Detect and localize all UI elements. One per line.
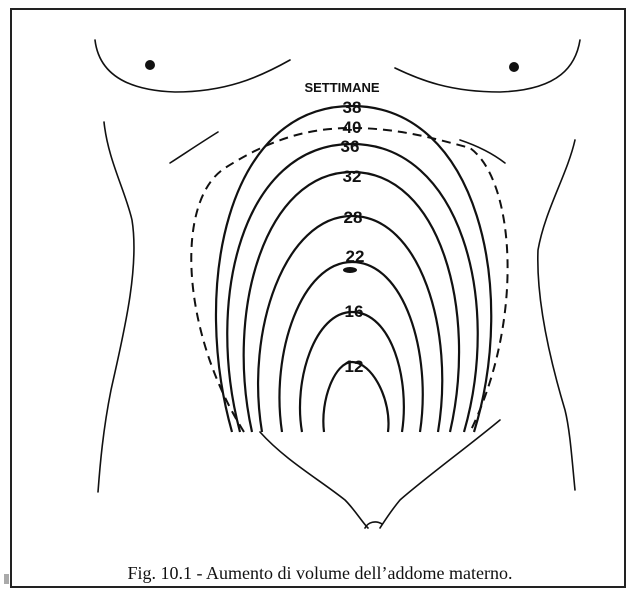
edge-mark (4, 574, 9, 584)
week-label-12: 12 (345, 357, 364, 376)
right-breast-outline (395, 40, 580, 92)
week-label-22: 22 (346, 247, 365, 266)
right-body-outline (538, 140, 575, 490)
right-groin-line (380, 420, 500, 528)
week-label-28: 28 (344, 208, 363, 227)
figure-caption: Fig. 10.1 - Aumento di volume dell’addom… (0, 563, 640, 584)
torso-outline (95, 40, 580, 528)
navel (343, 267, 357, 273)
left-nipple (145, 60, 155, 70)
left-rib-line (170, 132, 218, 163)
week-label-38: 38 (343, 98, 362, 117)
left-body-outline (98, 122, 134, 492)
week-label-40: 40 (343, 118, 362, 137)
week-label-16: 16 (345, 302, 364, 321)
right-nipple (509, 62, 519, 72)
contour-36 (227, 144, 477, 432)
settimane-header: SETTIMANE (304, 80, 379, 95)
left-groin-line (260, 432, 368, 528)
left-breast-outline (95, 40, 290, 92)
week-label-32: 32 (343, 167, 362, 186)
week-label-36: 36 (341, 137, 360, 156)
